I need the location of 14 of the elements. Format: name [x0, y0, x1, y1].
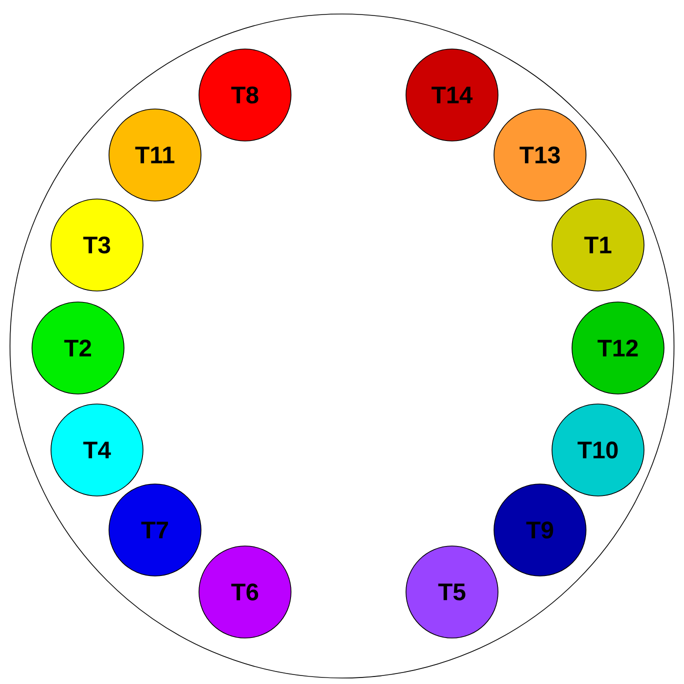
circle-node: T1: [552, 198, 644, 292]
circle-node: T13: [494, 108, 586, 202]
circle-node: T7: [108, 484, 202, 576]
circle-node: T9: [494, 484, 586, 576]
circle-node: T3: [50, 198, 144, 292]
circle-node: T11: [108, 108, 202, 202]
circle-node: T5: [406, 546, 498, 638]
circle-node: T12: [572, 302, 664, 394]
circle-node: T4: [50, 404, 144, 496]
circle-node: T8: [198, 48, 292, 142]
circle-node: T10: [552, 404, 644, 496]
circle-node: T2: [32, 302, 124, 394]
circle-node: T14: [406, 48, 498, 142]
circle-node: T6: [198, 546, 292, 638]
